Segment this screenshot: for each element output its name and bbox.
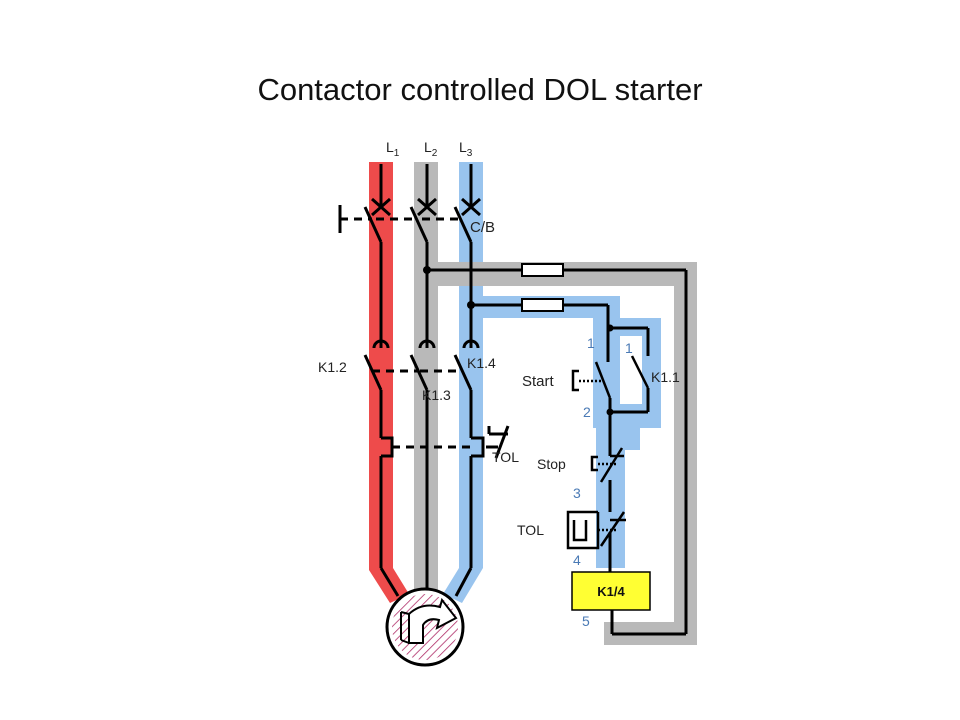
hold-in-contact-k11	[630, 355, 650, 389]
terminal-number-1b: 1	[625, 340, 633, 356]
k14-label: K1.4	[467, 355, 496, 371]
tol-main-label: TOL	[492, 449, 519, 465]
terminal-number-3: 3	[573, 485, 581, 501]
junction-dot-l2	[423, 266, 431, 274]
tol-control-label: TOL	[517, 522, 544, 538]
start-label: Start	[522, 373, 555, 390]
phase-wires	[379, 164, 473, 597]
line-label-l2: L2	[424, 139, 438, 159]
thermal-overload-control	[566, 510, 626, 550]
contactor-coil	[571, 571, 651, 611]
motor	[385, 587, 465, 667]
rotation-arrow-icon	[400, 597, 458, 644]
page-title: Contactor controlled DOL starter	[257, 72, 702, 107]
stop-button	[590, 447, 624, 483]
control-band-white-gap	[620, 336, 642, 404]
junction-dot-start-bottom	[606, 408, 614, 416]
k12-label: K1.2	[318, 359, 347, 375]
control-band-blue	[466, 296, 661, 568]
fuse-l3	[521, 298, 564, 312]
line-label-l3: L3	[459, 139, 473, 159]
k13-label: K1.3	[422, 387, 451, 403]
control-wiring	[427, 268, 688, 636]
cb-label: C/B	[470, 219, 495, 236]
fuse-l2	[521, 263, 564, 277]
stop-label: Stop	[537, 456, 566, 472]
terminal-number-5: 5	[582, 613, 590, 629]
circuit-breaker	[338, 197, 481, 243]
terminal-number-4: 4	[573, 552, 581, 568]
k11-label: K1.1	[651, 369, 680, 385]
phase-band-l1	[369, 162, 409, 603]
main-contactor	[363, 339, 480, 391]
line-label-l1: L1	[386, 139, 400, 159]
line-labels: L1 L2 L3	[386, 139, 473, 159]
terminal-number-2: 2	[583, 404, 591, 420]
start-button	[571, 361, 612, 399]
coil-label: K1/4	[597, 584, 625, 599]
junction-dot-start-top	[606, 324, 614, 332]
thermal-overload-main	[381, 425, 510, 459]
junction-dot-l3	[467, 301, 475, 309]
terminal-number-1a: 1	[587, 335, 595, 351]
